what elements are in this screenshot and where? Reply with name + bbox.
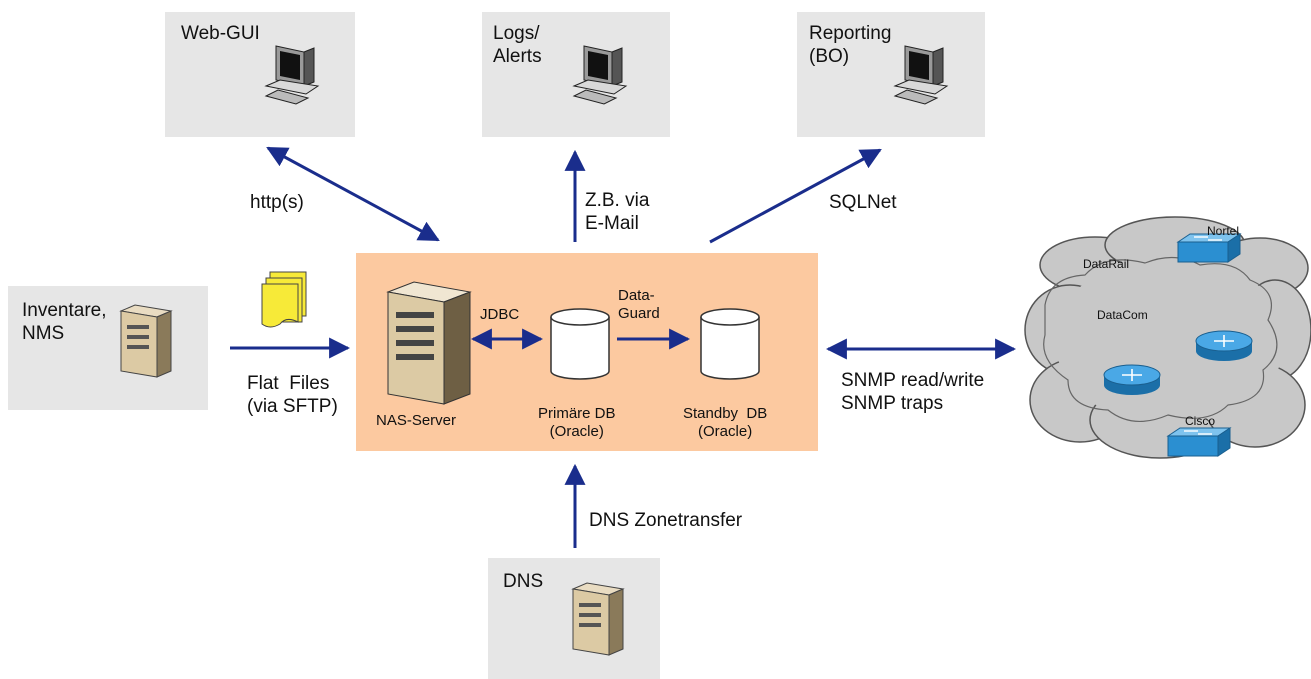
standby-db-label: Standby DB (Oracle) (683, 405, 768, 440)
inventare-nms-box (8, 286, 208, 410)
cisco-label: Cisco (1185, 414, 1216, 428)
logs-alerts-label: Logs/ Alerts (493, 23, 542, 67)
document-stack-icon (261, 271, 307, 328)
http-arrow (266, 146, 440, 242)
router-icon (1103, 364, 1161, 395)
snmp-label: SNMP read/write SNMP traps (841, 370, 985, 414)
web-gui-box (165, 12, 355, 137)
datarail-label: DataRail (1083, 257, 1130, 271)
server-tower-icon (386, 281, 472, 405)
datacom-label: DataCom (1097, 308, 1148, 322)
database-icon (700, 308, 760, 380)
server-tower-icon (571, 582, 625, 656)
nortel-label: Nortel (1207, 224, 1240, 238)
flat-files-label: Flat Files (via SFTP) (247, 373, 338, 417)
switch-icon (1166, 427, 1232, 457)
workstation-icon (893, 45, 949, 105)
reporting-box (797, 12, 985, 137)
email-label: Z.B. via E-Mail (585, 190, 650, 234)
nas-server-label: NAS-Server (376, 412, 457, 429)
server-tower-icon (119, 304, 173, 378)
data-guard-label: Data- Guard (618, 287, 660, 322)
jdbc-label: JDBC (480, 306, 520, 323)
inventare-nms-label: Inventare, NMS (22, 300, 107, 344)
workstation-icon (572, 45, 628, 105)
logs-alerts-box (482, 12, 670, 137)
datacom-subcloud (1043, 256, 1278, 423)
switch-icon (1176, 233, 1242, 263)
sqlnet-arrow (709, 148, 882, 244)
reporting-label: Reporting (BO) (809, 23, 892, 67)
dns-zonetransfer-label: DNS Zonetransfer (589, 510, 743, 531)
dns-label: DNS (503, 571, 544, 592)
primary-db-label: Primäre DB (Oracle) (538, 405, 616, 440)
workstation-icon (264, 45, 320, 105)
database-icon (550, 308, 610, 380)
sqlnet-label: SQLNet (829, 192, 897, 213)
web-gui-label: Web-GUI (181, 23, 260, 44)
router-icon (1195, 330, 1253, 361)
